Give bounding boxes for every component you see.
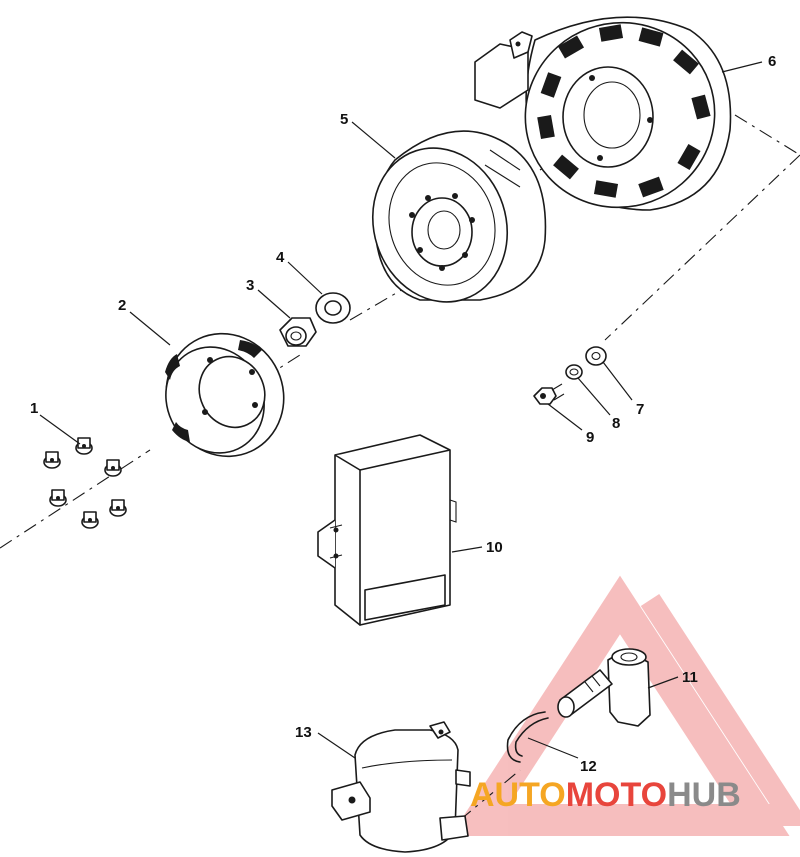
part-6-stator: [474, 16, 732, 211]
watermark-auto: AUTO: [470, 776, 566, 814]
callout-5: 5: [340, 111, 348, 128]
part-7-washer: [585, 346, 607, 366]
callout-2: 2: [118, 297, 126, 314]
watermark-hub: HUB: [667, 776, 741, 814]
callout-12: 12: [580, 758, 597, 775]
part-8-lockwasher: [565, 364, 583, 380]
part-9-screw: [533, 383, 565, 405]
leader-lines: [39, 61, 763, 759]
callout-10: 10: [486, 539, 503, 556]
callout-1: 1: [30, 400, 38, 417]
callout-3: 3: [246, 277, 254, 294]
part-10-cdi-module: [317, 434, 457, 626]
watermark-logo: AUTOMOTOHUB: [470, 776, 741, 814]
callout-6: 6: [768, 53, 776, 70]
svg-text:AUTOMOTOHUB: AUTOMOTOHUB: [470, 776, 741, 814]
callout-9: 9: [586, 429, 594, 446]
callout-labels: 1 2 3 4 5 6 7 8 9 10 11 12 13: [30, 53, 776, 775]
part-4-washer: [315, 292, 351, 324]
part-5-flywheel: [371, 130, 547, 303]
part-13-ignition-coil: [331, 721, 471, 853]
watermark-logo-triangles: [450, 575, 800, 836]
callout-13: 13: [295, 724, 312, 741]
callout-11: 11: [682, 669, 698, 686]
part-12-hose-clamp: [506, 711, 549, 763]
callout-7: 7: [636, 401, 644, 418]
part-11-spark-plug-cap: [557, 648, 651, 727]
callout-4: 4: [276, 249, 285, 266]
callout-8: 8: [612, 415, 620, 432]
part-3-nut: [279, 317, 317, 347]
part-2-starter-cup: [165, 332, 285, 458]
part-1-bolts: [43, 437, 127, 529]
watermark-moto: MOTO: [566, 776, 667, 814]
